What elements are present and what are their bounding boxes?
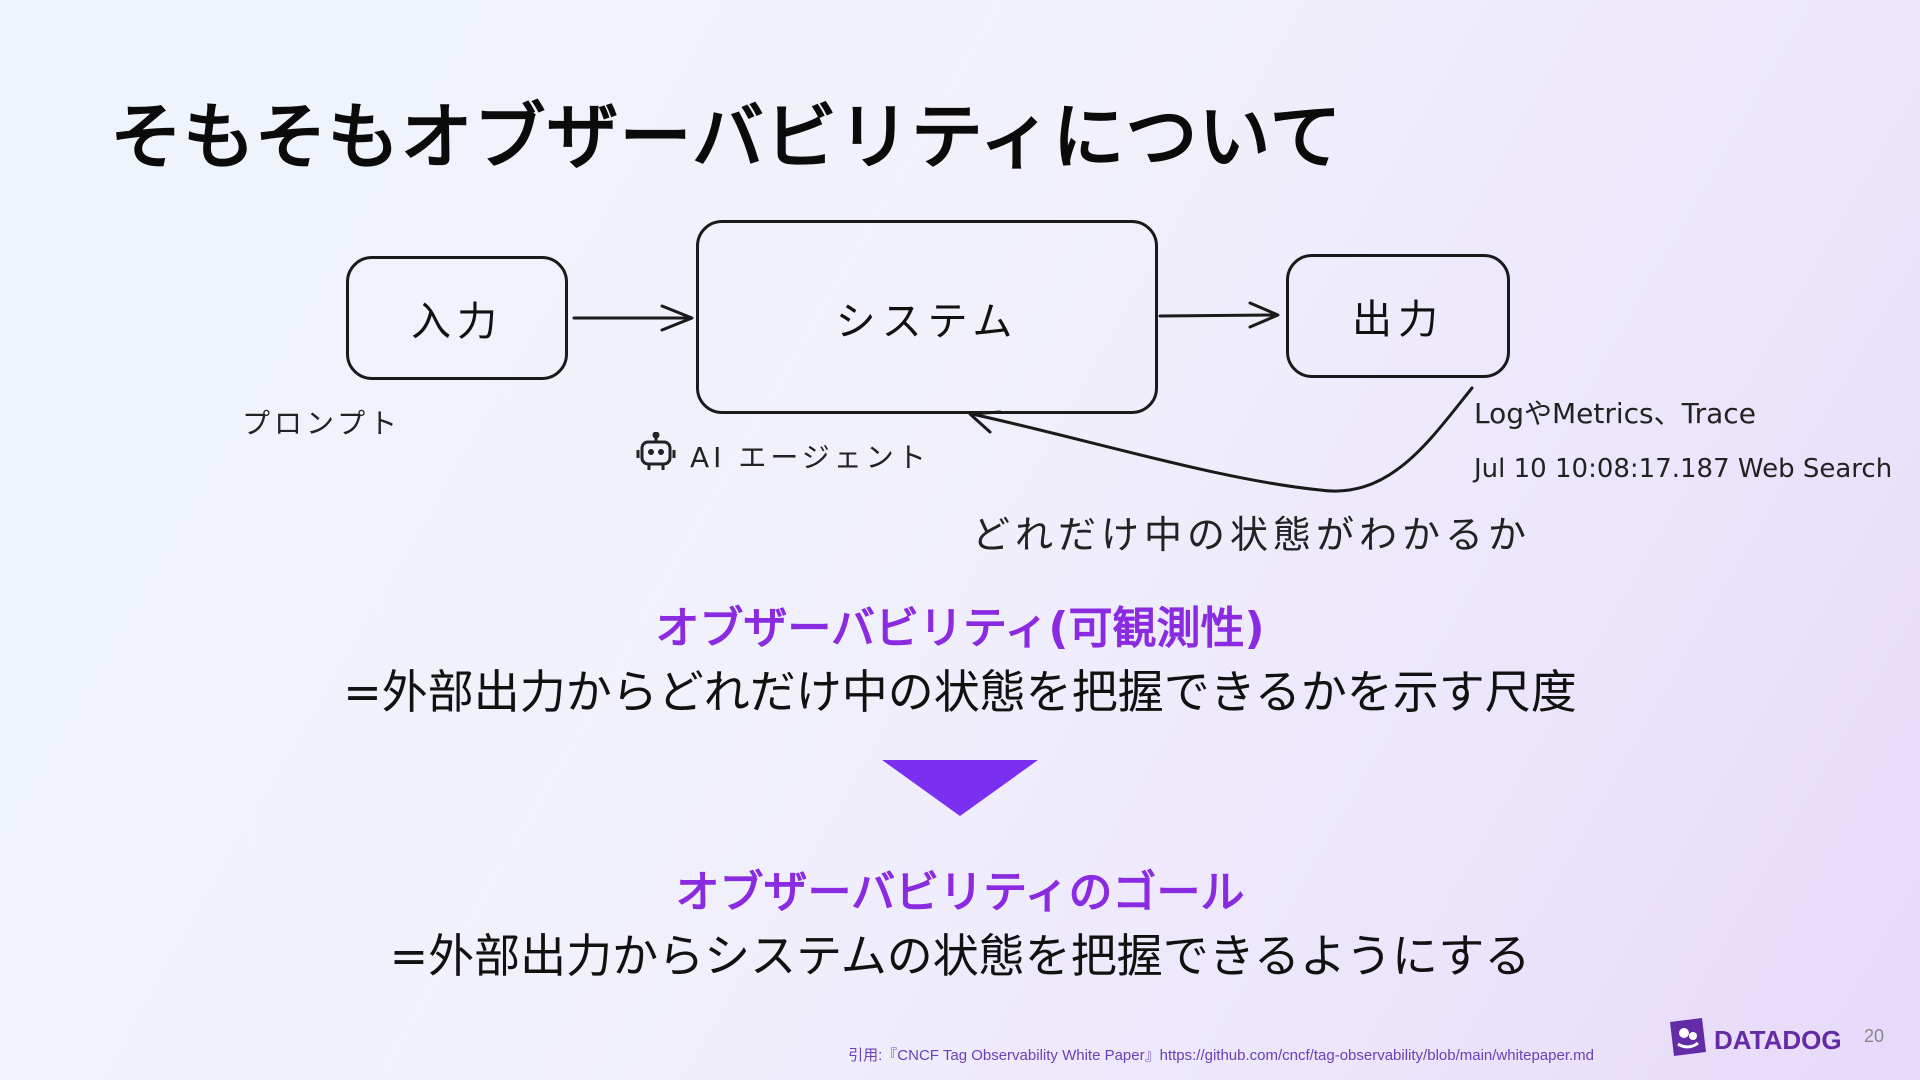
goal-text: =外部出力からシステムの状態を把握できるようにする	[389, 929, 1531, 983]
datadog-dog-icon	[1666, 1016, 1708, 1065]
system-label: システム	[835, 299, 1019, 345]
goal-headline: オブザーバビリティのゴール	[675, 867, 1245, 918]
system-note: AI エージェント	[636, 431, 930, 479]
system-to-output-arrow	[1158, 301, 1280, 329]
citation: 引用:『CNCF Tag Observability White Paper』h…	[848, 1047, 1594, 1064]
output-note-log: LogやMetrics、Trace	[1474, 397, 1756, 430]
system-note-text: AI エージェント	[690, 440, 930, 474]
output-box: 出力	[1286, 254, 1510, 378]
robot-icon	[636, 431, 676, 479]
output-note-log-line: Jul 10 10:08:17.187 Web Search	[1474, 454, 1893, 484]
feedback-arrow	[968, 386, 1474, 493]
slide-title: そもそもオブザーバビリティについて	[110, 95, 1343, 179]
feedback-note: どれだけ中の状態がわかるか	[972, 513, 1532, 557]
datadog-logo: DATADOG	[1666, 1016, 1842, 1065]
system-box: システム	[696, 220, 1158, 414]
definition-headline: オブザーバビリティ(可観測性)	[655, 603, 1265, 654]
input-to-system-arrow	[572, 304, 694, 332]
definition-text: =外部出力からどれだけ中の状態を把握できるかを示す尺度	[343, 665, 1577, 719]
input-label: 入力	[411, 299, 503, 345]
input-note: プロンプト	[242, 407, 402, 440]
page-number: 20	[1864, 1026, 1885, 1046]
input-box: 入力	[346, 256, 568, 380]
down-triangle-icon	[882, 760, 1038, 816]
logo-text: DATADOG	[1714, 1025, 1842, 1055]
output-label: 出力	[1352, 297, 1444, 343]
